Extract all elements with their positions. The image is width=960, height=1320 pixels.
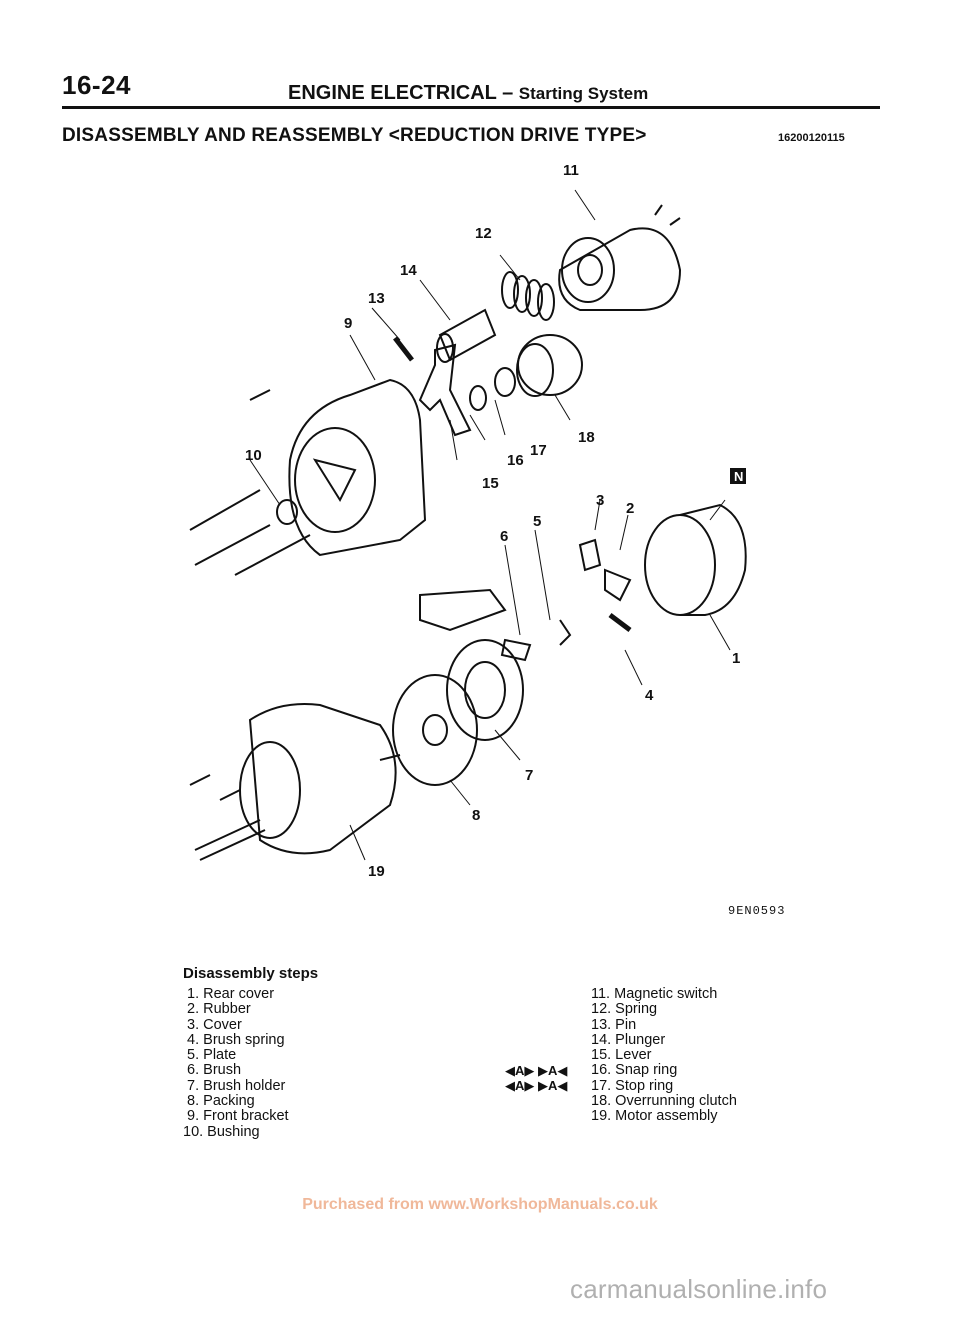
step-item: 11. Magnetic switch: [591, 986, 718, 1002]
callout-8: 8: [472, 807, 480, 824]
step-item: 12. Spring: [591, 1001, 658, 1018]
section-title: DISASSEMBLY AND REASSEMBLY <REDUCTION DR…: [62, 125, 647, 146]
callout-11: 11: [563, 162, 579, 179]
step-item: 8. Packing: [183, 1093, 255, 1110]
callout-5: 5: [533, 513, 541, 530]
step-item: 5. Plate: [183, 1047, 237, 1064]
brush-part: [500, 638, 532, 662]
step-item: 6. Brush: [183, 1062, 242, 1079]
header-title-main: ENGINE ELECTRICAL: [288, 82, 497, 104]
motor-assembly-part: [194, 703, 401, 861]
stop-ring-part: [494, 367, 516, 397]
step-item: 14. Plunger: [591, 1031, 666, 1048]
callout-10: 10: [245, 447, 262, 464]
magnetic-switch-part: [558, 204, 682, 311]
section-code: 16200120115: [778, 132, 845, 144]
rear-cover-part: [644, 503, 747, 616]
step-item: 17. Stop ring: [591, 1077, 674, 1094]
callout-17: 17: [530, 442, 547, 459]
screw-a: [189, 774, 211, 786]
callout-3: 3: [596, 492, 604, 509]
note-badge-label: N: [734, 469, 743, 484]
page-number: 16-24: [62, 70, 131, 100]
step-item: 1. Rear cover: [183, 986, 275, 1002]
step-item: 15. Lever: [591, 1047, 652, 1064]
through-bolts: [189, 389, 311, 576]
callout-9: 9: [344, 315, 352, 332]
pin-part: [393, 336, 414, 362]
callout-18: 18: [578, 429, 595, 446]
cover-part: [578, 538, 602, 572]
steps-right-column: 11. Magnetic switch 12. Spring 13. Pin 1…: [591, 986, 737, 1125]
note-badge: N: [730, 468, 746, 484]
watermark-link: Purchased from www.WorkshopManuals.co.uk: [302, 1196, 658, 1213]
step-item: 9. Front bracket: [183, 1108, 289, 1125]
step-item: 16. Snap ring: [591, 1062, 678, 1079]
lever-part: [418, 343, 472, 437]
removal-mark: ◀A▶: [505, 1078, 535, 1094]
spring-part: [501, 271, 555, 321]
bushing-part: [276, 499, 298, 525]
screw-b: [219, 789, 241, 801]
front-bracket-part: [288, 378, 427, 557]
removal-mark: ◀A▶: [505, 1063, 535, 1078]
step-item: 3. Cover: [183, 1016, 242, 1033]
steps-heading: Disassembly steps: [183, 965, 319, 982]
leader-lines: [249, 189, 731, 861]
callout-12: 12: [475, 225, 492, 242]
install-mark: ▶A◀: [538, 1078, 568, 1094]
step-item: 7. Brush holder: [183, 1077, 286, 1094]
callout-13: 13: [368, 290, 385, 307]
rubber-part: [604, 568, 632, 602]
callout-7: 7: [525, 767, 533, 784]
header-title-separator: –: [496, 82, 519, 104]
step-item: 19. Motor assembly: [591, 1108, 718, 1125]
figure-code: 9EN0593: [728, 904, 786, 918]
callout-16: 16: [507, 452, 524, 469]
exploded-diagram: 11 12 14 13 9 10 18 17 16 15 3 2 5 6 1 4…: [189, 162, 747, 880]
brush-holder-part: [446, 639, 524, 741]
install-mark: ▶A◀: [538, 1063, 568, 1078]
callout-19: 19: [368, 863, 385, 880]
step-item: 18. Overrunning clutch: [591, 1093, 737, 1110]
small-brush-part: [559, 619, 572, 646]
snap-ring-part: [469, 385, 487, 411]
step-item: 10. Bushing: [183, 1123, 260, 1140]
plate-part: [419, 588, 507, 632]
plunger-part: [436, 308, 497, 363]
footer-brand: carmanualsonline.info: [570, 1274, 828, 1304]
callout-4: 4: [645, 687, 654, 704]
header-title: ENGINE ELECTRICAL – Starting System: [288, 82, 648, 105]
diagram-parts: [189, 204, 747, 861]
callout-14: 14: [400, 262, 417, 279]
step-item: 13. Pin: [591, 1016, 637, 1033]
header-divider: [62, 106, 880, 109]
service-marks: ◀A▶ ▶A◀ ◀A▶ ▶A◀: [505, 1063, 567, 1094]
callout-2: 2: [626, 500, 634, 517]
callout-6: 6: [500, 528, 508, 545]
header-title-sub: Starting System: [518, 84, 649, 103]
step-item: 4. Brush spring: [183, 1031, 285, 1048]
step-item: 2. Rubber: [183, 1001, 251, 1018]
steps-left-column: 1. Rear cover 2. Rubber 3. Cover 4. Brus…: [183, 986, 289, 1140]
brush-spring-part: [608, 613, 632, 632]
callout-15: 15: [482, 475, 499, 492]
packing-part: [392, 674, 478, 786]
clutch-part: [516, 334, 583, 397]
callout-1: 1: [732, 650, 740, 667]
